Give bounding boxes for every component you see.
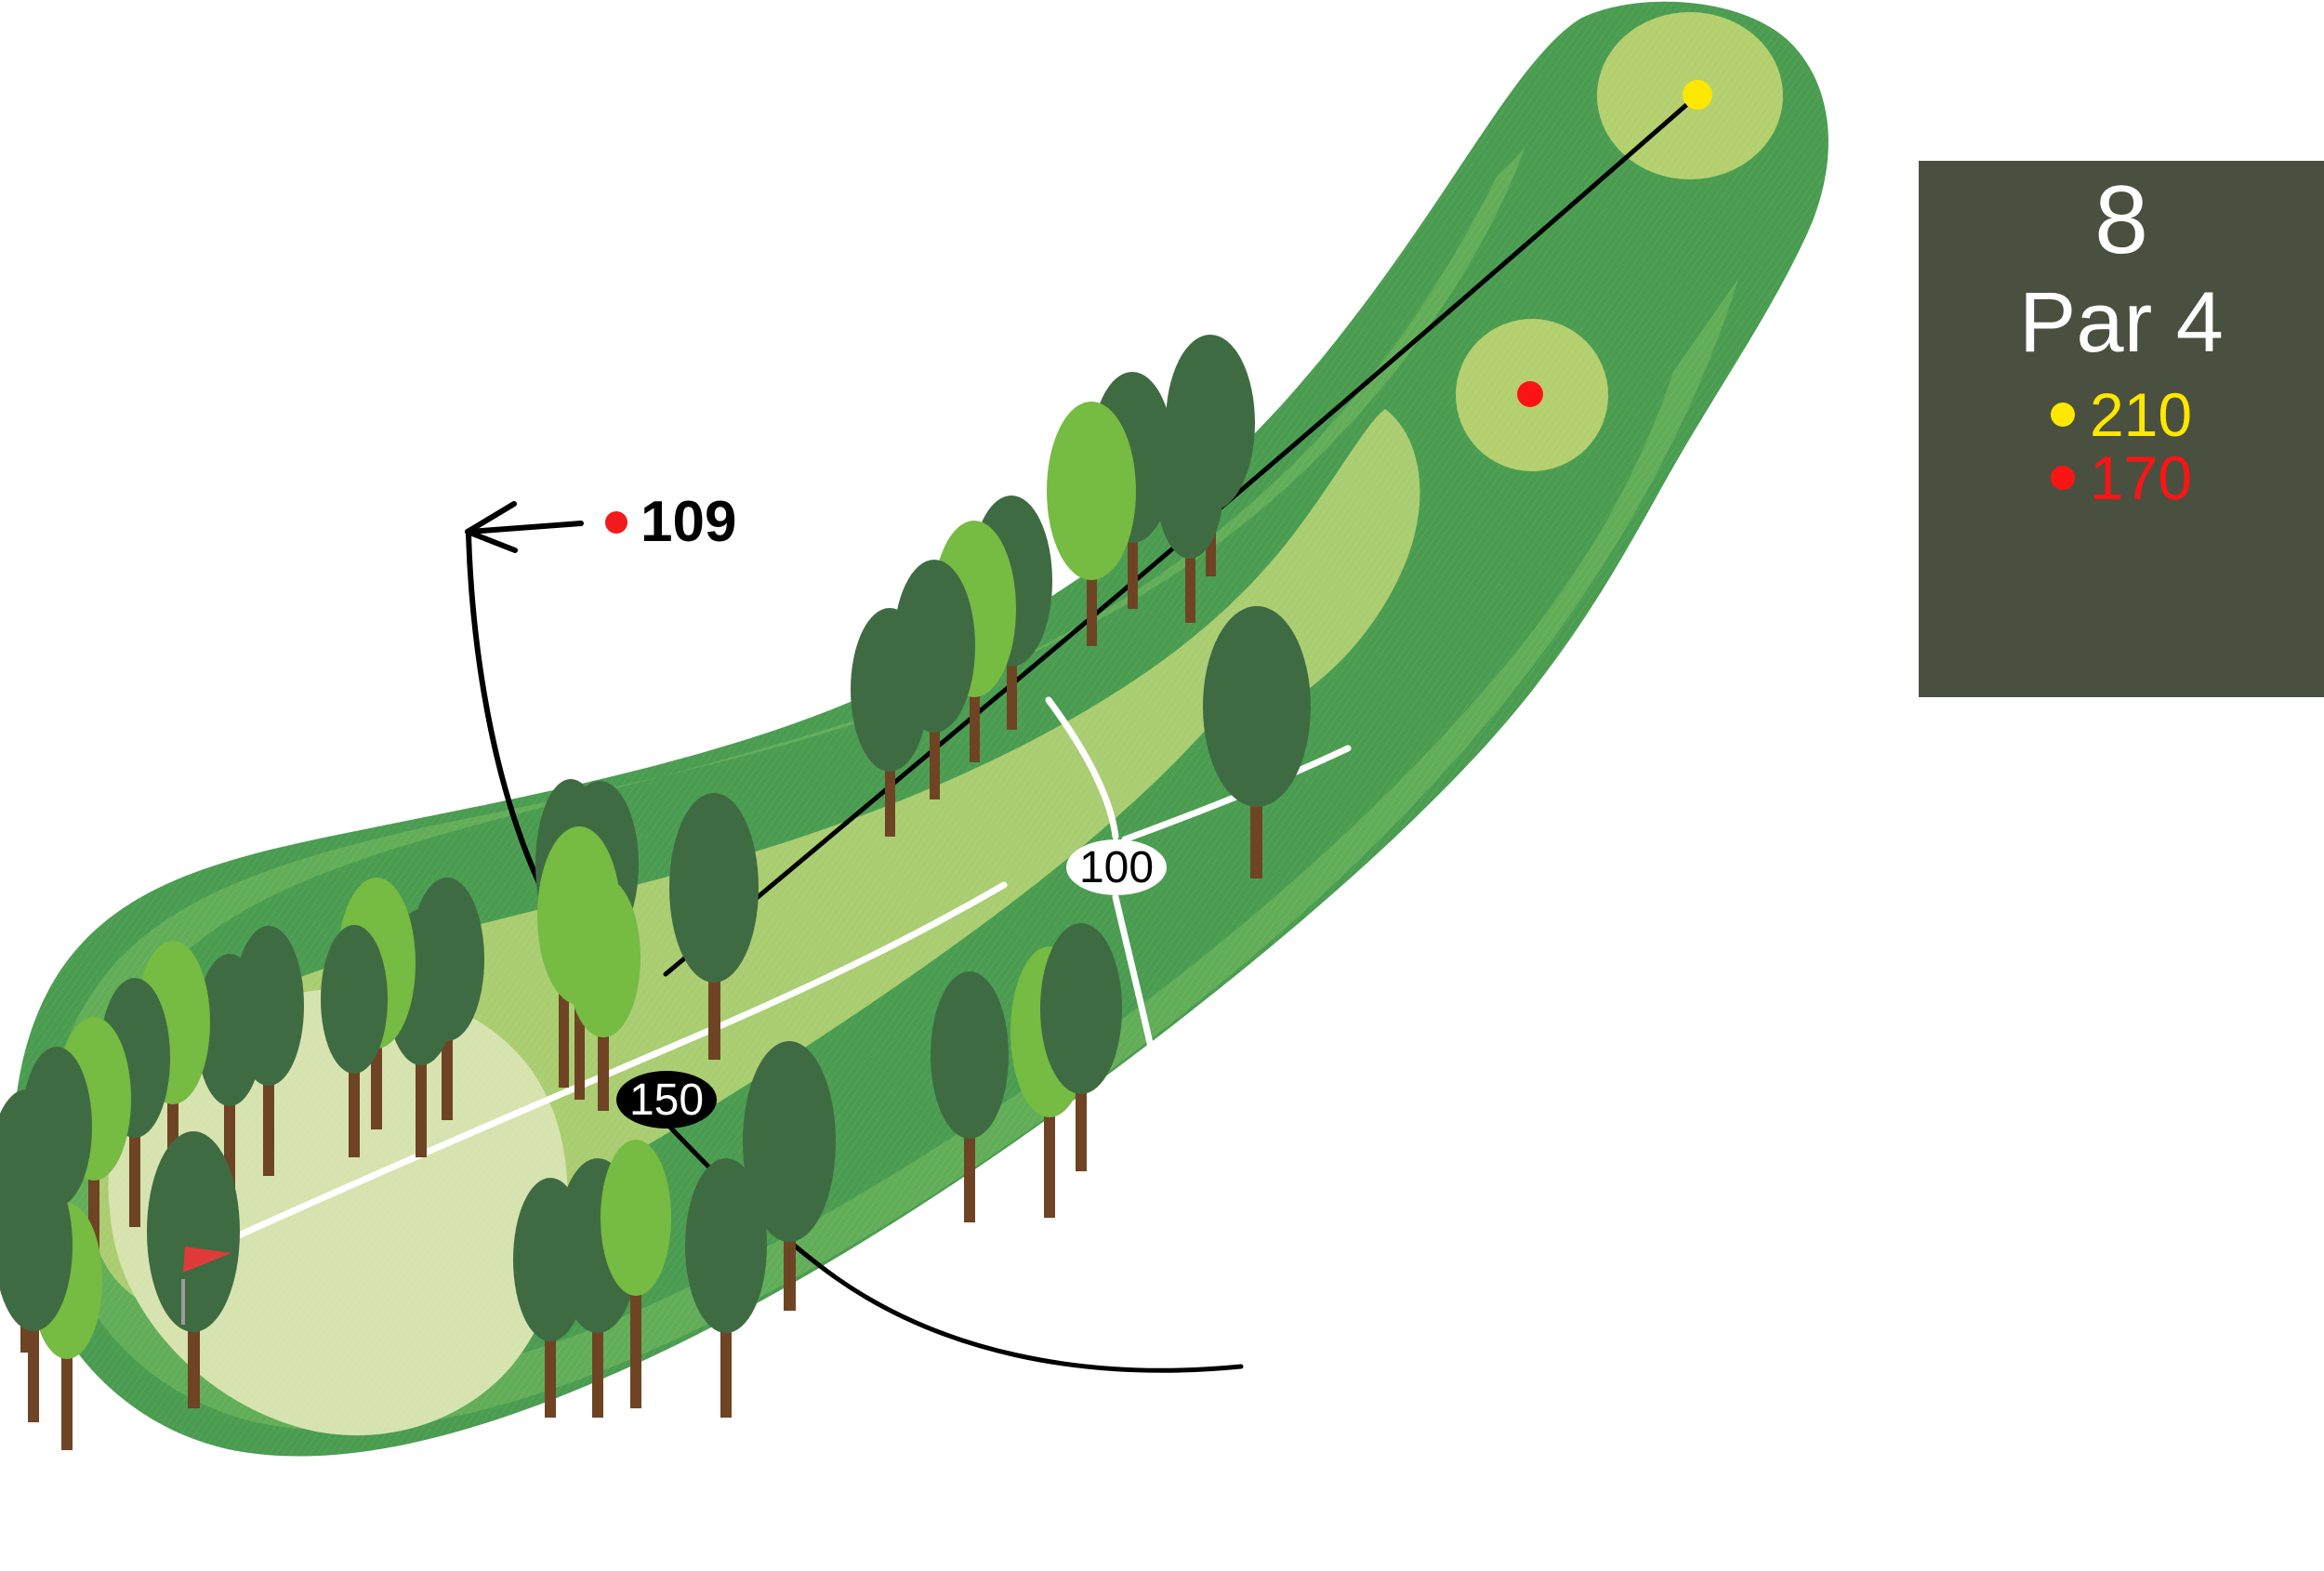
distance-marker-100: 100	[1066, 839, 1167, 895]
tree	[931, 971, 1009, 1222]
tee-yardage-list: 210 170	[2050, 380, 2193, 513]
yellow-tee-dot-icon	[2050, 403, 2075, 428]
arc-100	[1045, 696, 1166, 1105]
hole-par: Par 4	[2019, 275, 2224, 371]
tree	[566, 878, 640, 1111]
tree	[743, 1041, 836, 1311]
tree	[851, 608, 929, 837]
hole-number: 8	[2094, 166, 2148, 274]
tree	[1156, 417, 1223, 623]
red-tee-dot	[1517, 381, 1543, 407]
yellow-tee-dot	[1683, 80, 1712, 110]
yellow-tee-yardage: 210	[2089, 380, 2193, 450]
red-tee-yardage: 170	[2089, 443, 2193, 513]
tree	[513, 1178, 588, 1418]
pin-flag-icon	[181, 1247, 231, 1325]
tree	[321, 925, 388, 1157]
distance-marker-150: 150	[616, 1071, 717, 1129]
tree-cluster	[0, 335, 1311, 1450]
tree	[1203, 606, 1311, 878]
callout-109-label: 109	[640, 490, 737, 554]
tree	[601, 1140, 671, 1408]
tee-row-yellow: 210	[2050, 380, 2193, 450]
hole-info-panel: 8 Par 4 210 170	[1919, 161, 2324, 697]
tree	[685, 1158, 767, 1418]
callout-109: 109	[605, 494, 736, 551]
tree	[0, 1160, 73, 1422]
course-rough-mid	[46, 149, 1739, 1431]
tree	[1040, 923, 1122, 1171]
callout-109-dot	[605, 511, 627, 534]
tree	[1047, 402, 1136, 646]
tree	[147, 1131, 240, 1408]
tree	[669, 793, 759, 1060]
tee-row-red: 170	[2050, 443, 2193, 513]
red-tee-dot-icon	[2050, 466, 2075, 491]
